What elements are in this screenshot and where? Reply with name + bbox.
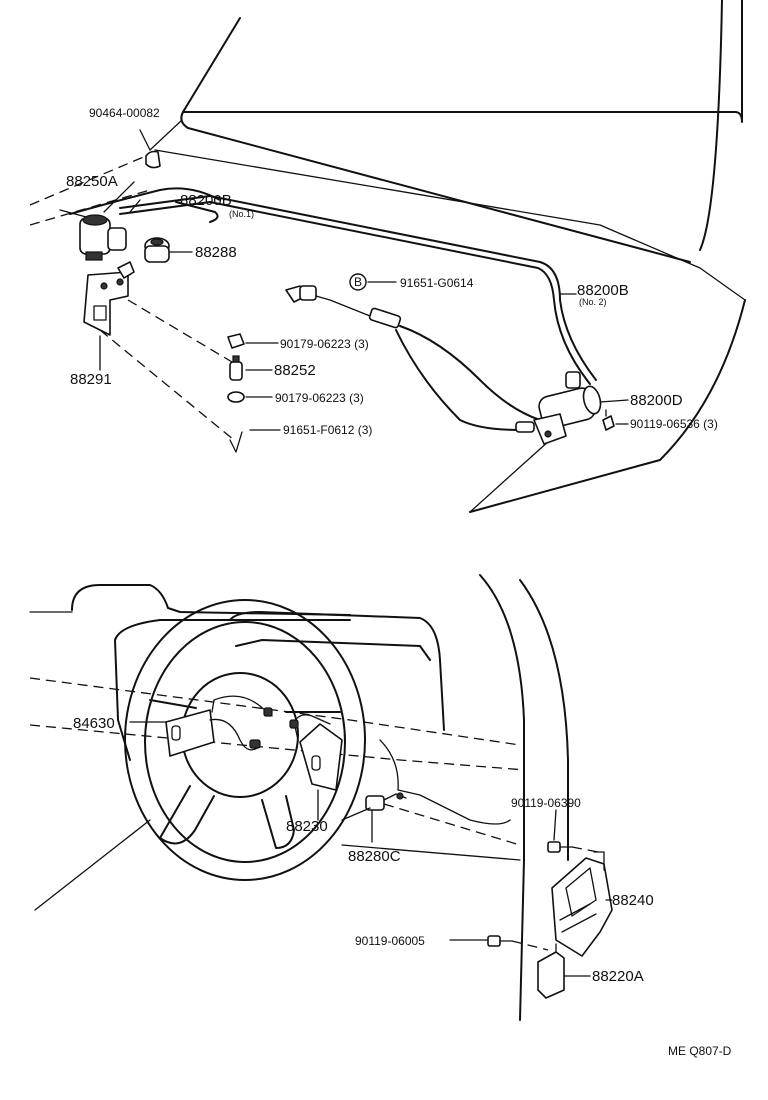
vacuum-pump-88288 [144,237,170,263]
hood-outline [29,0,746,301]
cable-88200b-no1 [69,187,597,385]
leaders-bottom [129,721,613,977]
computer-88240 [551,851,613,957]
actuator-88200d [515,371,602,445]
label-90179-06223-b: 90179-06223 (3) [275,391,364,405]
label-91651-f0612: 91651-F0612 (3) [283,423,372,437]
leaders-dashed-bottom [383,803,599,951]
label-88200b-1: 88200B [180,192,232,209]
bracket-leader-2 [99,329,235,441]
label-91651-g0614: 91651-G0614 [400,276,474,290]
cable-91651-g0614 [285,285,541,431]
bracket-88291 [83,261,135,336]
label-90464-00082: 90464-00082 [89,106,160,120]
bolt-90119-06390 [547,841,573,853]
label-90119-06005: 90119-06005 [355,934,425,948]
label-88250a: 88250A [66,173,118,190]
label-no1: (No.1) [229,209,254,219]
label-88240: 88240 [612,892,654,909]
label-88230: 88230 [286,818,328,835]
circle-b-letter: B [354,275,362,289]
actuator-88250a [79,214,127,261]
module-88220a [537,943,565,999]
bolt-90119-06005 [487,935,513,947]
leaders-top [99,119,629,431]
switch-84630 [165,695,273,757]
switch-88230 [289,714,343,791]
switch-88280c [365,792,407,811]
clip-90464-00082 [139,129,161,169]
label-88288: 88288 [195,244,237,261]
stud-88252 [229,355,243,381]
dashboard-outline [29,574,569,1021]
label-no2: (No. 2) [579,297,607,307]
label-88280c: 88280C [348,848,401,865]
bolt-90119-06536 [602,409,615,431]
label-88291: 88291 [70,371,112,388]
label-88220a: 88220A [592,968,644,985]
check-mark [229,431,243,453]
figure-code: ME Q807-D [668,1044,732,1058]
label-88200d: 88200D [630,392,683,409]
label-90179-06223-a: 90179-06223 (3) [280,337,369,351]
circle-b-marker: B [349,273,367,291]
steering-wheel [34,599,366,911]
label-84630: 84630 [73,715,115,732]
label-90119-06390: 90119-06390 [511,796,581,810]
bracket-leader [127,299,233,363]
nut-90179-06223-b [227,391,245,403]
label-88200b-2: 88200B [577,282,629,299]
label-88252: 88252 [274,362,316,379]
nut-90179-06223-a [227,333,245,349]
label-90119-06536: 90119-06536 (3) [630,417,718,431]
fender-lines [469,299,746,513]
